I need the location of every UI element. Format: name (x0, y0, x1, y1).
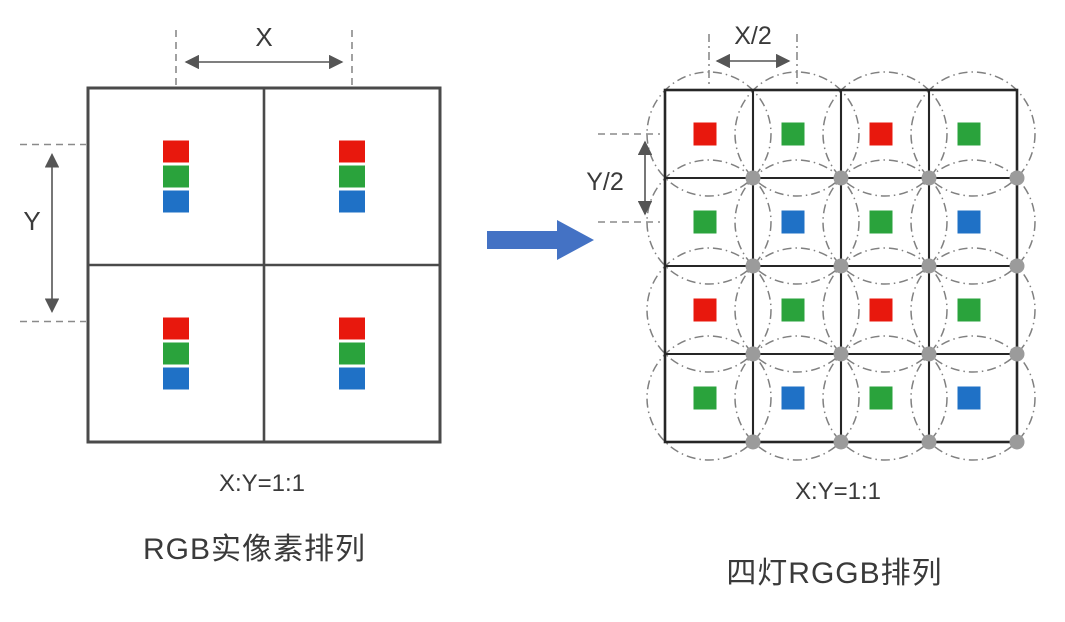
left-pixel-grid-box (86, 86, 442, 444)
transform-arrow (487, 220, 594, 260)
left-rgb-subpixel-stacks (163, 140, 365, 390)
left-title: RGB实像素排列 (142, 533, 366, 566)
right-dimension-lines (598, 34, 798, 223)
right-dim-y-label: Y/2 (586, 168, 624, 196)
left-dimension-lines (20, 30, 353, 323)
left-dim-x-label: X (255, 22, 273, 52)
left-dim-y-label: Y (23, 206, 41, 236)
right-dim-x-label: X/2 (734, 22, 772, 50)
right-ratio-label: X:Y=1:1 (794, 478, 882, 505)
right-shared-dots (745, 170, 1025, 450)
left-ratio-label: X:Y=1:1 (218, 470, 306, 497)
right-lamp-squares (693, 122, 981, 410)
right-title: 四灯RGGB排列 (726, 557, 943, 590)
